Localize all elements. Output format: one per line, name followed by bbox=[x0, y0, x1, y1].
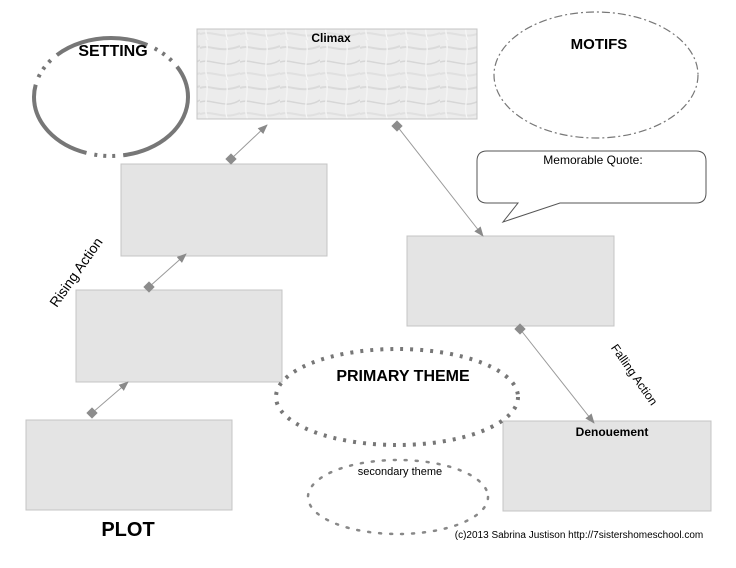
exposition-box[interactable] bbox=[25, 419, 233, 511]
connector-exposition-to-rising bbox=[86, 381, 129, 419]
falling-action-label: Falling Action bbox=[608, 341, 660, 407]
connector-falling-to-denouement bbox=[514, 323, 595, 424]
rising-action-box-lower[interactable] bbox=[75, 289, 283, 383]
setting-label: SETTING bbox=[78, 43, 147, 60]
connector-rising-lower-to-upper bbox=[143, 253, 187, 293]
denouement-box[interactable] bbox=[502, 420, 712, 512]
denouement-area: Denouement bbox=[502, 420, 712, 512]
copyright-text: (c)2013 Sabrina Justison http://7sisters… bbox=[455, 530, 703, 541]
setting-area: SETTING bbox=[32, 36, 190, 158]
falling-action-box[interactable] bbox=[406, 235, 615, 327]
rising-action-box-upper[interactable] bbox=[120, 163, 328, 257]
memorable-quote-label: Memorable Quote: bbox=[543, 153, 642, 167]
primary-theme-ellipse bbox=[274, 347, 520, 447]
climax-label: Climax bbox=[311, 31, 351, 45]
setting-ellipse bbox=[32, 36, 190, 158]
climax-box[interactable] bbox=[196, 28, 478, 120]
memorable-quote-area: Memorable Quote: bbox=[476, 150, 707, 224]
motifs-label: MOTIFS bbox=[571, 36, 628, 53]
climax-area: Climax bbox=[196, 28, 478, 120]
secondary-theme-label: secondary theme bbox=[358, 466, 442, 478]
connector-climax-to-falling bbox=[391, 120, 484, 237]
denouement-label: Denouement bbox=[576, 425, 649, 439]
memorable-quote-bubble[interactable] bbox=[476, 150, 707, 224]
connector-rising-to-climax bbox=[225, 124, 268, 165]
primary-theme-area: PRIMARY THEME bbox=[274, 347, 520, 447]
secondary-theme-ellipse bbox=[306, 458, 490, 536]
motifs-ellipse bbox=[493, 11, 699, 139]
secondary-theme-area: secondary theme bbox=[306, 458, 490, 536]
plot-title: PLOT bbox=[101, 519, 154, 541]
motifs-area: MOTIFS bbox=[493, 11, 699, 139]
primary-theme-label: PRIMARY THEME bbox=[336, 368, 470, 385]
